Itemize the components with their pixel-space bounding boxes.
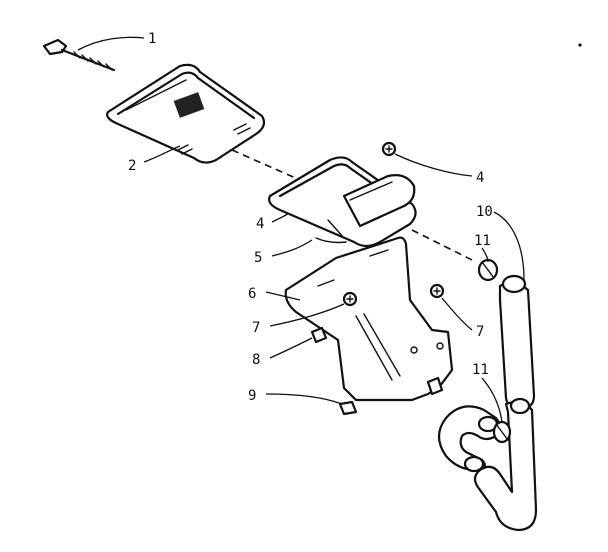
- callout-2: 2: [128, 158, 136, 174]
- part-10-hose: [437, 274, 538, 532]
- callout-11a: 11: [474, 233, 491, 249]
- leader-7b: [441, 297, 473, 331]
- part-4-screw-top: [381, 141, 397, 157]
- leader-5: [271, 239, 313, 257]
- leader-10: [493, 211, 525, 281]
- part-7-screw-right: [429, 283, 445, 299]
- part-5-bracket: [268, 156, 417, 249]
- leader-6: [265, 291, 301, 301]
- callout-7a: 7: [252, 320, 260, 336]
- leader-2: [143, 145, 181, 163]
- leader-8: [269, 337, 313, 359]
- part-6-plate: [284, 236, 454, 402]
- alignment-line-right: [411, 229, 477, 263]
- callout-11b: 11: [472, 362, 489, 378]
- callout-4a: 4: [476, 170, 484, 186]
- leader-11b: [481, 377, 503, 423]
- leader-7a: [269, 303, 345, 327]
- callout-10: 10: [476, 204, 493, 220]
- part-1-pin: [42, 38, 116, 72]
- part-8-clip: [310, 326, 328, 344]
- stray-mark: [578, 43, 582, 47]
- callout-8: 8: [252, 352, 260, 368]
- leader-1: [77, 36, 145, 51]
- part-2-cover: [106, 63, 266, 164]
- callout-9: 9: [248, 388, 256, 404]
- part-7-screw-left: [342, 291, 358, 307]
- callout-4b: 4: [256, 216, 264, 232]
- callout-5: 5: [254, 250, 262, 266]
- part-11-clamp-upper: [477, 258, 499, 282]
- alignment-line-upper: [231, 149, 301, 181]
- part-9-nut: [338, 400, 358, 416]
- part-11-clamp-lower: [492, 420, 512, 444]
- callout-1: 1: [148, 31, 156, 47]
- callout-7b: 7: [476, 324, 484, 340]
- leader-4a: [394, 153, 473, 177]
- leader-11a: [481, 247, 489, 263]
- leader-9: [265, 393, 343, 405]
- callout-6: 6: [248, 286, 256, 302]
